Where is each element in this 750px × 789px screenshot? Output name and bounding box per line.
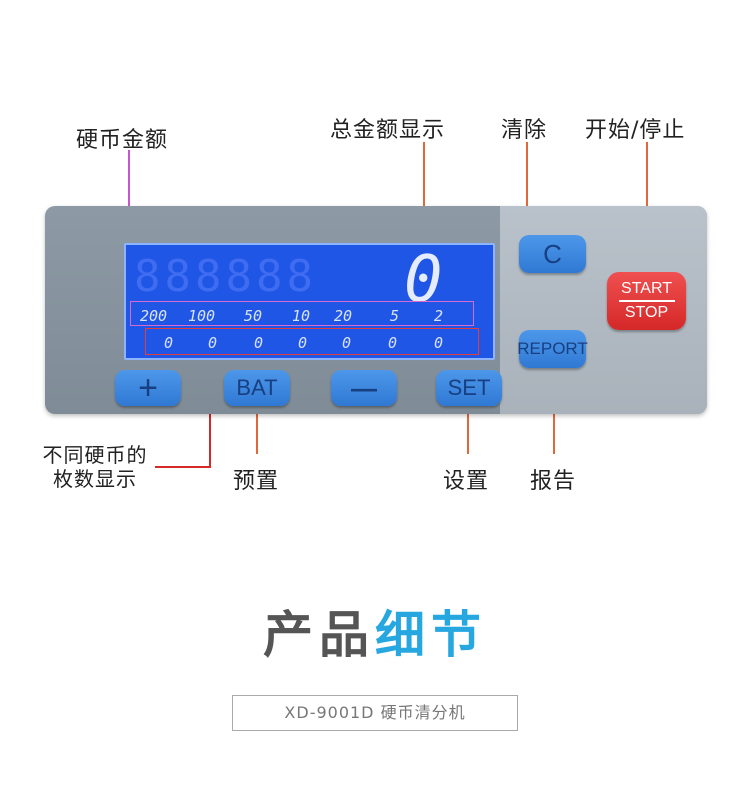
lcd-denomination: 200 [140,307,168,325]
page-title: 产品细节 [0,595,750,667]
setting-label: 设置 [443,469,490,494]
lcd-count: 0 [164,334,174,352]
lcd-total-value: 0 [404,243,443,317]
preset-leader [256,412,258,454]
report-leader [553,380,555,454]
title-part1: 产品 [263,606,375,664]
bat-button[interactable]: BAT [224,370,290,406]
lcd-count: 0 [434,334,444,352]
count-leader-horizontal [155,466,211,468]
model-caption: XD-9001D 硬币清分机 [232,695,518,731]
total-display-leader [423,142,425,242]
count-display-label: 不同硬币的 枚数显示 [30,443,160,491]
clear-button-label: C [543,238,562,269]
bat-button-label: BAT [236,375,278,400]
clear-leader [526,142,528,232]
set-button-label: SET [447,375,491,400]
total-display-label: 总金额显示 [330,118,446,143]
stop-label: STOP [624,304,669,321]
title-part2: 细节 [375,606,487,664]
lcd-denomination: 50 [244,307,263,325]
start-stop-divider [618,300,675,302]
minus-button-label: — [351,372,377,403]
report-button[interactable]: REPORT [517,330,588,368]
lcd-count: 0 [342,334,352,352]
lcd-denomination: 5 [390,307,400,325]
coin-amount-label: 硬币金额 [76,128,169,153]
lcd-count: 0 [254,334,264,352]
start-stop-button[interactable]: START STOP [607,272,686,330]
lcd-denomination: 100 [188,307,216,325]
set-button[interactable]: SET [436,370,502,406]
start-stop-label: 开始/停止 [585,118,686,143]
plus-button[interactable]: + [115,368,181,407]
preset-label: 预置 [233,469,280,494]
lcd-denomination: 2 [434,307,444,325]
count-highlight-box [145,328,479,355]
lcd-denomination: 10 [292,307,311,325]
start-label: START [621,280,672,297]
lcd-denomination: 20 [334,307,353,325]
plus-button-label: + [138,368,158,407]
lcd-ghost-digits: 888888 [134,251,317,302]
minus-button[interactable]: — [331,370,397,406]
lcd-count: 0 [388,334,398,352]
lcd-count: 0 [208,334,218,352]
report-button-label: REPORT [517,339,588,358]
setting-leader [467,412,469,454]
clear-label: 清除 [501,118,548,143]
report-label: 报告 [530,469,577,494]
clear-button[interactable]: C [519,235,586,273]
count-display-line2: 枚数显示 [53,467,137,491]
count-display-line1: 不同硬币的 [42,443,148,467]
denomination-highlight-box [130,301,474,326]
lcd-count: 0 [298,334,308,352]
